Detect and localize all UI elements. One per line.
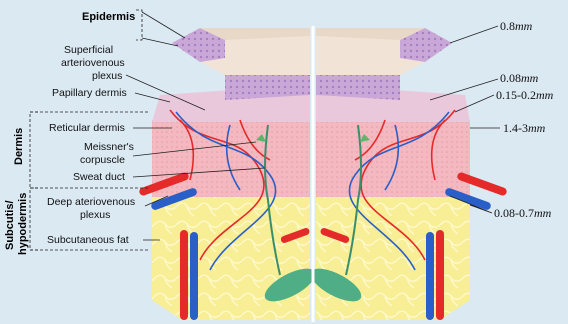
label-superficial-plexus-2: arteriovenous: [61, 57, 125, 69]
label-superficial-plexus-1: Superficial: [64, 44, 113, 56]
label-deep-plexus-2: plexus: [80, 209, 110, 221]
measurement-1: 0.08mm: [500, 71, 539, 85]
label-superficial-plexus-3: plexus: [92, 70, 122, 82]
label-epidermis: Epidermis: [82, 11, 135, 23]
label-sweat-duct: Sweat duct: [73, 171, 125, 183]
right-subcutaneous-fat: [316, 195, 470, 320]
measurement-0: 0.8mm: [500, 19, 533, 33]
label-reticular-dermis: Reticular dermis: [49, 122, 125, 134]
label-meissner-2: corpuscle: [80, 154, 125, 166]
side-label-subcutis-2: hypodermis: [17, 193, 29, 255]
measurement-2: 0.15-0.2mm: [496, 88, 554, 102]
measurement-3: 1.4-3mm: [503, 121, 546, 135]
label-subcutaneous-fat: Subcutaneous fat: [47, 234, 129, 246]
label-deep-plexus-1: Deep ateriovenous: [47, 196, 135, 208]
left-reticular-dermis: [152, 120, 310, 197]
left-subcutaneous-fat: [152, 195, 310, 320]
label-papillary-dermis: Papillary dermis: [52, 87, 127, 99]
right-reticular-dermis: [316, 120, 470, 197]
side-label-subcutis-1: Subcutis/: [4, 200, 16, 250]
measurement-4: 0.08-0.7mm: [494, 206, 552, 220]
label-meissner-1: Meissner's: [84, 141, 134, 153]
side-label-dermis: Dermis: [13, 128, 25, 165]
